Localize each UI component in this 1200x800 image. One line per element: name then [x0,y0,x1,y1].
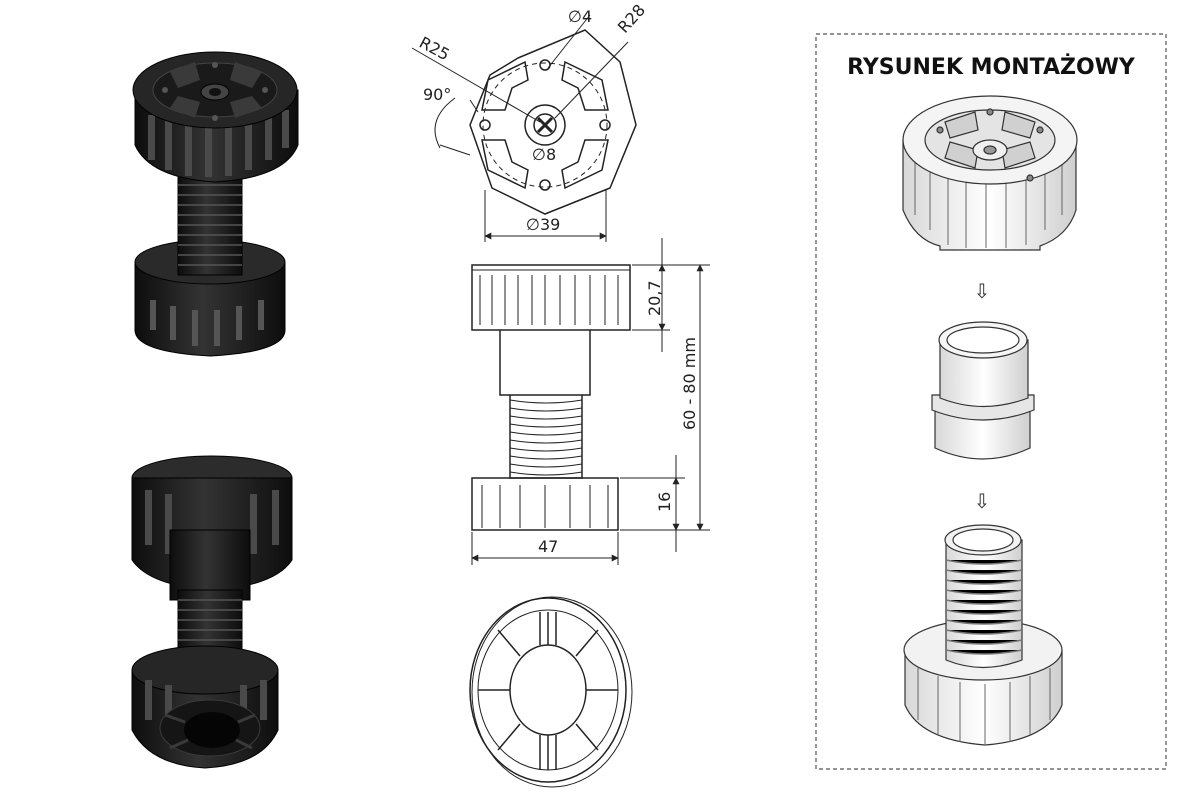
assembly-foot-part [903,524,1063,746]
dim-radius-outer: R28 [614,1,649,37]
dim-radius-inner: R25 [416,33,453,65]
assembly-title: RYSUNEK MONTAŻOWY [847,54,1136,80]
assembly-panel-frame [815,33,1167,770]
dim-foot-height: 16 [655,492,674,512]
leveler-3d-top-view [132,51,299,357]
dim-angle: 90° [423,85,451,104]
assembly-sleeve-part [931,321,1035,460]
technical-bottom-view [469,596,633,788]
dim-total-height: 60 - 80 mm [680,337,699,430]
assembly-head-part [902,95,1078,251]
leveler-3d-bottom-view [131,455,293,769]
dim-flange-diameter: ∅39 [526,215,560,234]
dim-head-height: 20,7 [645,280,664,316]
technical-side-view [471,238,710,565]
down-arrow-icon-2: ⇩ [974,489,991,513]
dim-center-diameter: ∅8 [532,145,556,164]
down-arrow-icon-1: ⇩ [974,279,991,303]
dim-foot-width: 47 [538,537,558,556]
dim-hole-diameter: ∅4 [568,7,592,26]
technical-top-view [411,14,637,242]
